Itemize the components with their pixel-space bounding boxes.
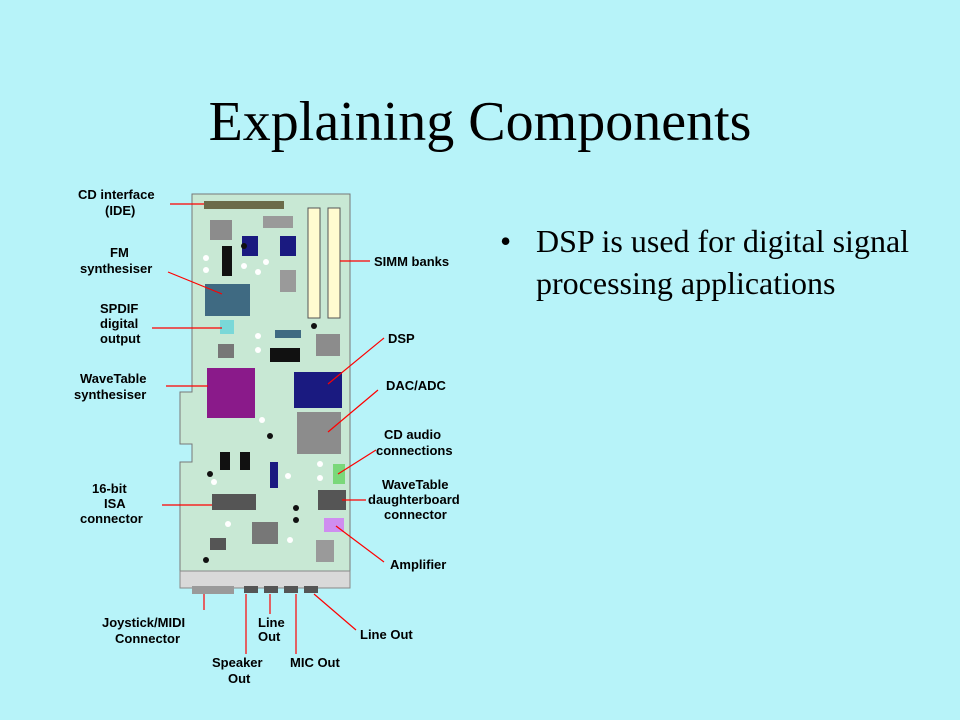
chip xyxy=(263,216,293,228)
label-cd-interface: CD interface (IDE) xyxy=(78,187,158,218)
wavetable-daughter-connector xyxy=(318,490,346,510)
label-line: connector xyxy=(80,511,143,526)
audio-jack xyxy=(264,586,278,593)
label-line: DAC/ADC xyxy=(386,378,447,393)
chip xyxy=(316,540,334,562)
label-line: (IDE) xyxy=(105,203,135,218)
chip xyxy=(222,246,232,276)
leader-lines xyxy=(152,203,385,654)
label-line: Out xyxy=(228,671,251,686)
label-line: MIC Out xyxy=(290,655,340,670)
chip xyxy=(240,452,250,470)
label-line: Joystick/MIDI xyxy=(102,615,185,630)
back-bracket xyxy=(179,570,351,589)
chip xyxy=(280,236,296,256)
chip xyxy=(242,236,258,256)
label-line: WaveTable xyxy=(382,477,448,492)
chip xyxy=(275,330,301,338)
label-line-out-1: Line Out xyxy=(258,615,288,644)
label-spdif: SPDIF digital output xyxy=(100,301,142,346)
bullet-item: • DSP is used for digital signal process… xyxy=(500,220,940,304)
label-line: Line Out xyxy=(360,627,413,642)
chip xyxy=(280,270,296,292)
chip xyxy=(316,334,340,356)
label-wavetable-synth: WaveTable synthesiser xyxy=(74,371,150,402)
chip xyxy=(220,452,230,470)
label-line: CD audio xyxy=(384,427,441,442)
label-speaker-out: Speaker Out xyxy=(212,655,266,686)
label-line: daughterboard xyxy=(368,492,460,507)
label-line: synthesiser xyxy=(74,387,146,402)
label-line: synthesiser xyxy=(80,261,152,276)
label-fm-synth: FM synthesiser xyxy=(80,245,152,276)
label-line: FM xyxy=(110,245,129,260)
bullet-marker: • xyxy=(500,223,512,259)
chip xyxy=(210,538,226,550)
label-line: SIMM banks xyxy=(374,254,449,269)
label-joystick: Joystick/MIDI Connector xyxy=(102,615,189,646)
audio-jack xyxy=(304,586,318,593)
chip xyxy=(212,494,256,510)
chip xyxy=(270,348,300,362)
fm-synth-chip xyxy=(205,284,250,316)
bullet-list: • DSP is used for digital signal process… xyxy=(500,220,940,304)
label-dac: DAC/ADC xyxy=(386,378,447,393)
label-line: Connector xyxy=(115,631,180,646)
chip xyxy=(218,344,234,358)
label-line: Out xyxy=(258,629,281,644)
simm-slot xyxy=(327,207,341,319)
label-amplifier: Amplifier xyxy=(390,557,446,572)
audio-jack xyxy=(284,586,298,593)
joystick-port xyxy=(192,586,234,594)
label-mic-out: MIC Out xyxy=(290,655,340,670)
label-line: Line xyxy=(258,615,285,630)
label-line: output xyxy=(100,331,141,346)
label-line: digital xyxy=(100,316,138,331)
dsp-chip xyxy=(294,372,342,408)
slide-title: Explaining Components xyxy=(208,91,752,153)
chip xyxy=(210,220,232,240)
label-wavetable-daughter: WaveTable daughterboard connector xyxy=(368,477,463,522)
chip xyxy=(252,522,278,544)
label-line: connections xyxy=(376,443,453,458)
label-isa: 16-bit ISA connector xyxy=(80,481,143,526)
label-line: connector xyxy=(384,507,447,522)
label-line: 16-bit xyxy=(92,481,127,496)
chip xyxy=(270,462,278,488)
wavetable-synth-chip xyxy=(207,368,255,418)
label-line: ISA xyxy=(104,496,126,511)
bullet-text: DSP is used for digital signal processin… xyxy=(536,223,910,301)
spdif-output xyxy=(220,320,234,334)
small-components xyxy=(203,243,323,563)
label-simm: SIMM banks xyxy=(374,254,449,269)
label-line: Amplifier xyxy=(390,557,446,572)
ide-connector xyxy=(204,201,284,209)
label-line-out-2: Line Out xyxy=(360,627,413,642)
dac-adc-chip xyxy=(297,412,341,454)
label-line: SPDIF xyxy=(100,301,138,316)
audio-jack xyxy=(244,586,258,593)
label-line: Speaker xyxy=(212,655,263,670)
simm-slot xyxy=(307,207,321,319)
label-line: WaveTable xyxy=(80,371,146,386)
label-cd-audio: CD audio connections xyxy=(376,427,453,458)
label-dsp: DSP xyxy=(388,331,415,346)
label-line: CD interface xyxy=(78,187,155,202)
label-line: DSP xyxy=(388,331,415,346)
